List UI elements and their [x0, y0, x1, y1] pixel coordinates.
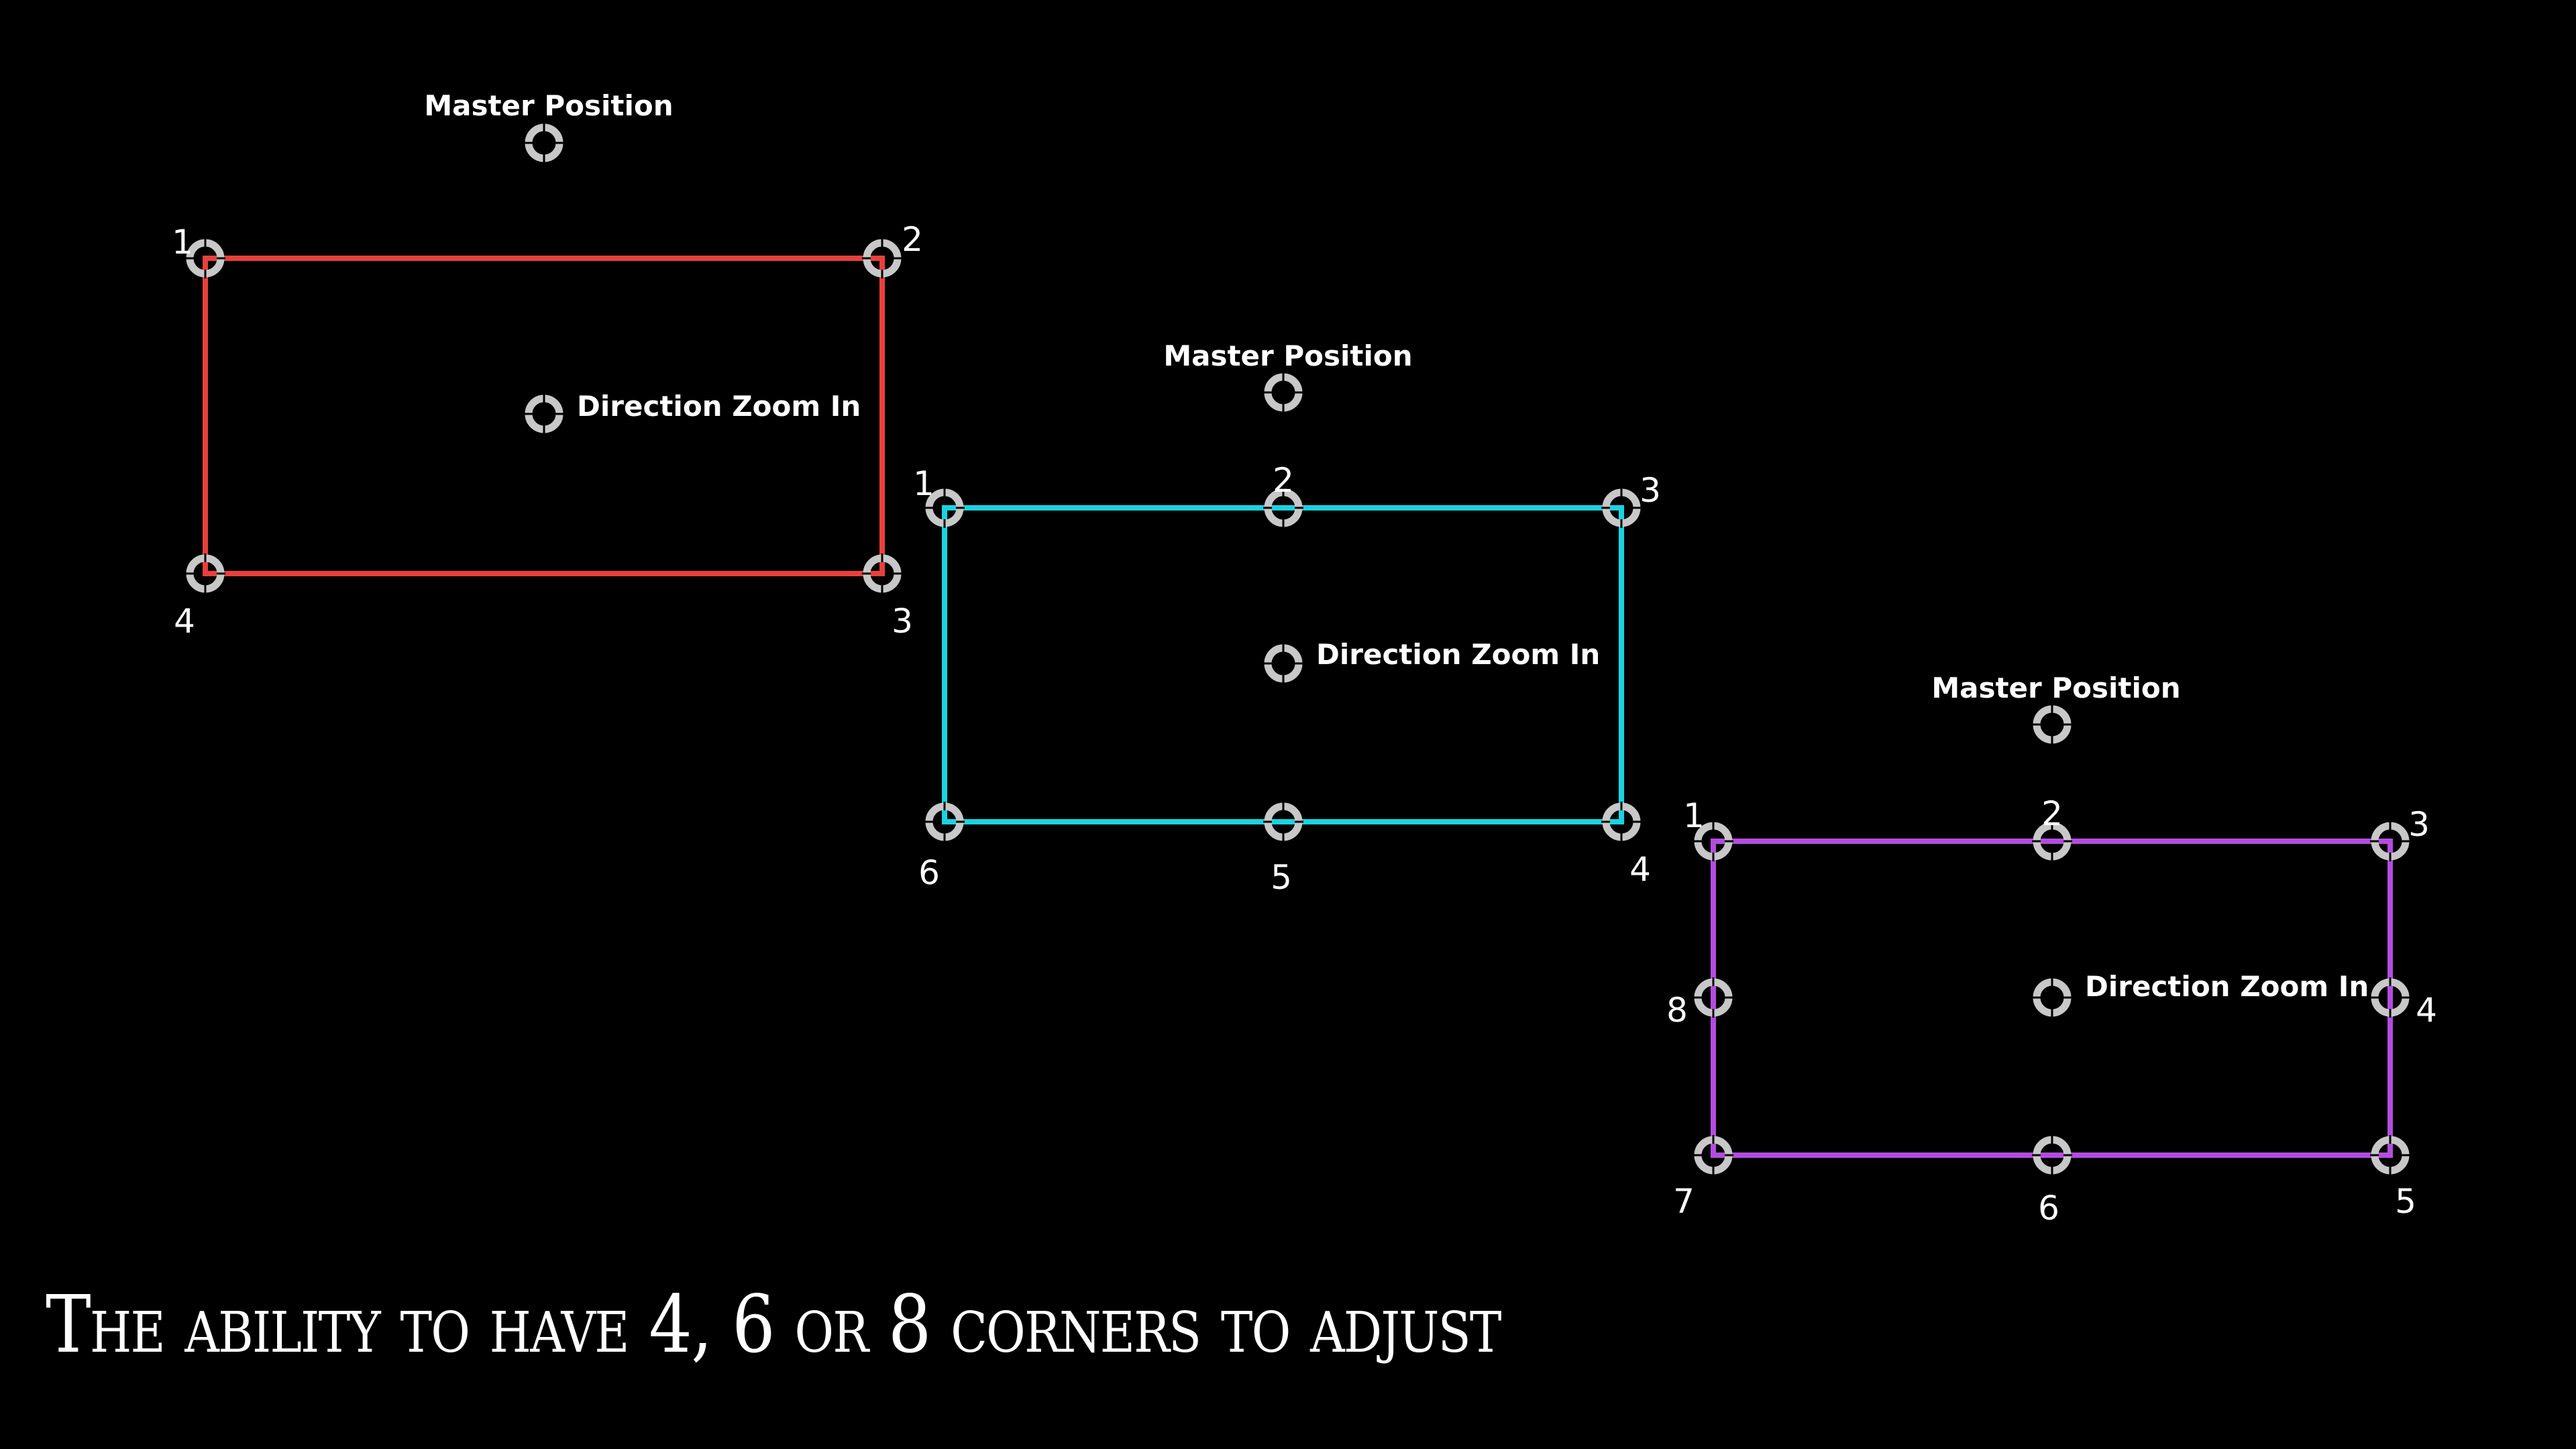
direction-zoom-handle[interactable]: [2032, 977, 2072, 1018]
corner-handle-1[interactable]: [1693, 821, 1733, 861]
corner-handle-1[interactable]: [924, 488, 965, 528]
corner-number: 1: [1683, 796, 1705, 835]
corner-number: 2: [2041, 794, 2063, 833]
four-corner-outline: [203, 256, 885, 576]
caption: The ability to have 4, 6 or 8 corners to…: [46, 1278, 1502, 1371]
corner-handle-8[interactable]: [1693, 977, 1733, 1018]
corner-number: 8: [1666, 991, 1688, 1030]
direction-zoom-handle[interactable]: [1263, 643, 1303, 684]
corner-number: 6: [2038, 1189, 2059, 1228]
master-position-handle[interactable]: [524, 123, 564, 163]
corner-number: 3: [1640, 471, 1661, 510]
corner-handle-3[interactable]: [1601, 488, 1642, 528]
corner-handle-7[interactable]: [1693, 1135, 1733, 1175]
corner-number: 4: [1629, 850, 1651, 889]
corner-number: 3: [892, 602, 913, 641]
corner-number: 5: [2395, 1182, 2416, 1221]
corner-handle-3[interactable]: [2370, 821, 2410, 861]
master-position-handle[interactable]: [2032, 704, 2072, 745]
corner-handle-4[interactable]: [2370, 977, 2410, 1018]
corner-number: 3: [2408, 805, 2430, 844]
corner-handle-2[interactable]: [1263, 488, 1303, 528]
corner-number: 7: [1673, 1182, 1695, 1221]
master-position-label: Master Position: [1163, 339, 1412, 372]
master-position-label: Master Position: [424, 89, 673, 122]
corner-handle-5[interactable]: [2370, 1135, 2410, 1175]
eight-corner-outline: [1711, 839, 2393, 1158]
corner-number: 4: [2416, 991, 2437, 1030]
corner-number: 5: [1271, 858, 1292, 897]
six-corner-outline: [942, 505, 1624, 824]
corner-handle-5[interactable]: [1263, 802, 1303, 842]
direction-zoom-label: Direction Zoom In: [2085, 970, 2369, 1003]
corner-handle-6[interactable]: [2032, 1135, 2072, 1175]
master-position-handle[interactable]: [1263, 372, 1303, 413]
corner-handle-3[interactable]: [862, 553, 902, 594]
corner-number: 2: [1273, 461, 1294, 500]
corner-number: 1: [913, 464, 934, 503]
corner-handle-4[interactable]: [185, 553, 225, 594]
direction-zoom-label: Direction Zoom In: [1316, 638, 1600, 671]
direction-zoom-label: Direction Zoom In: [577, 390, 861, 423]
direction-zoom-handle[interactable]: [524, 394, 564, 434]
corner-handle-6[interactable]: [924, 802, 965, 842]
corner-number: 6: [918, 853, 940, 892]
corner-handle-1[interactable]: [185, 238, 225, 278]
corner-handle-2[interactable]: [2032, 821, 2072, 861]
corner-number: 4: [174, 602, 195, 641]
corner-handle-4[interactable]: [1601, 802, 1642, 842]
corner-number: 1: [172, 223, 193, 262]
master-position-label: Master Position: [1931, 672, 2180, 704]
corner-handle-2[interactable]: [862, 238, 902, 278]
corner-number: 2: [902, 220, 923, 259]
